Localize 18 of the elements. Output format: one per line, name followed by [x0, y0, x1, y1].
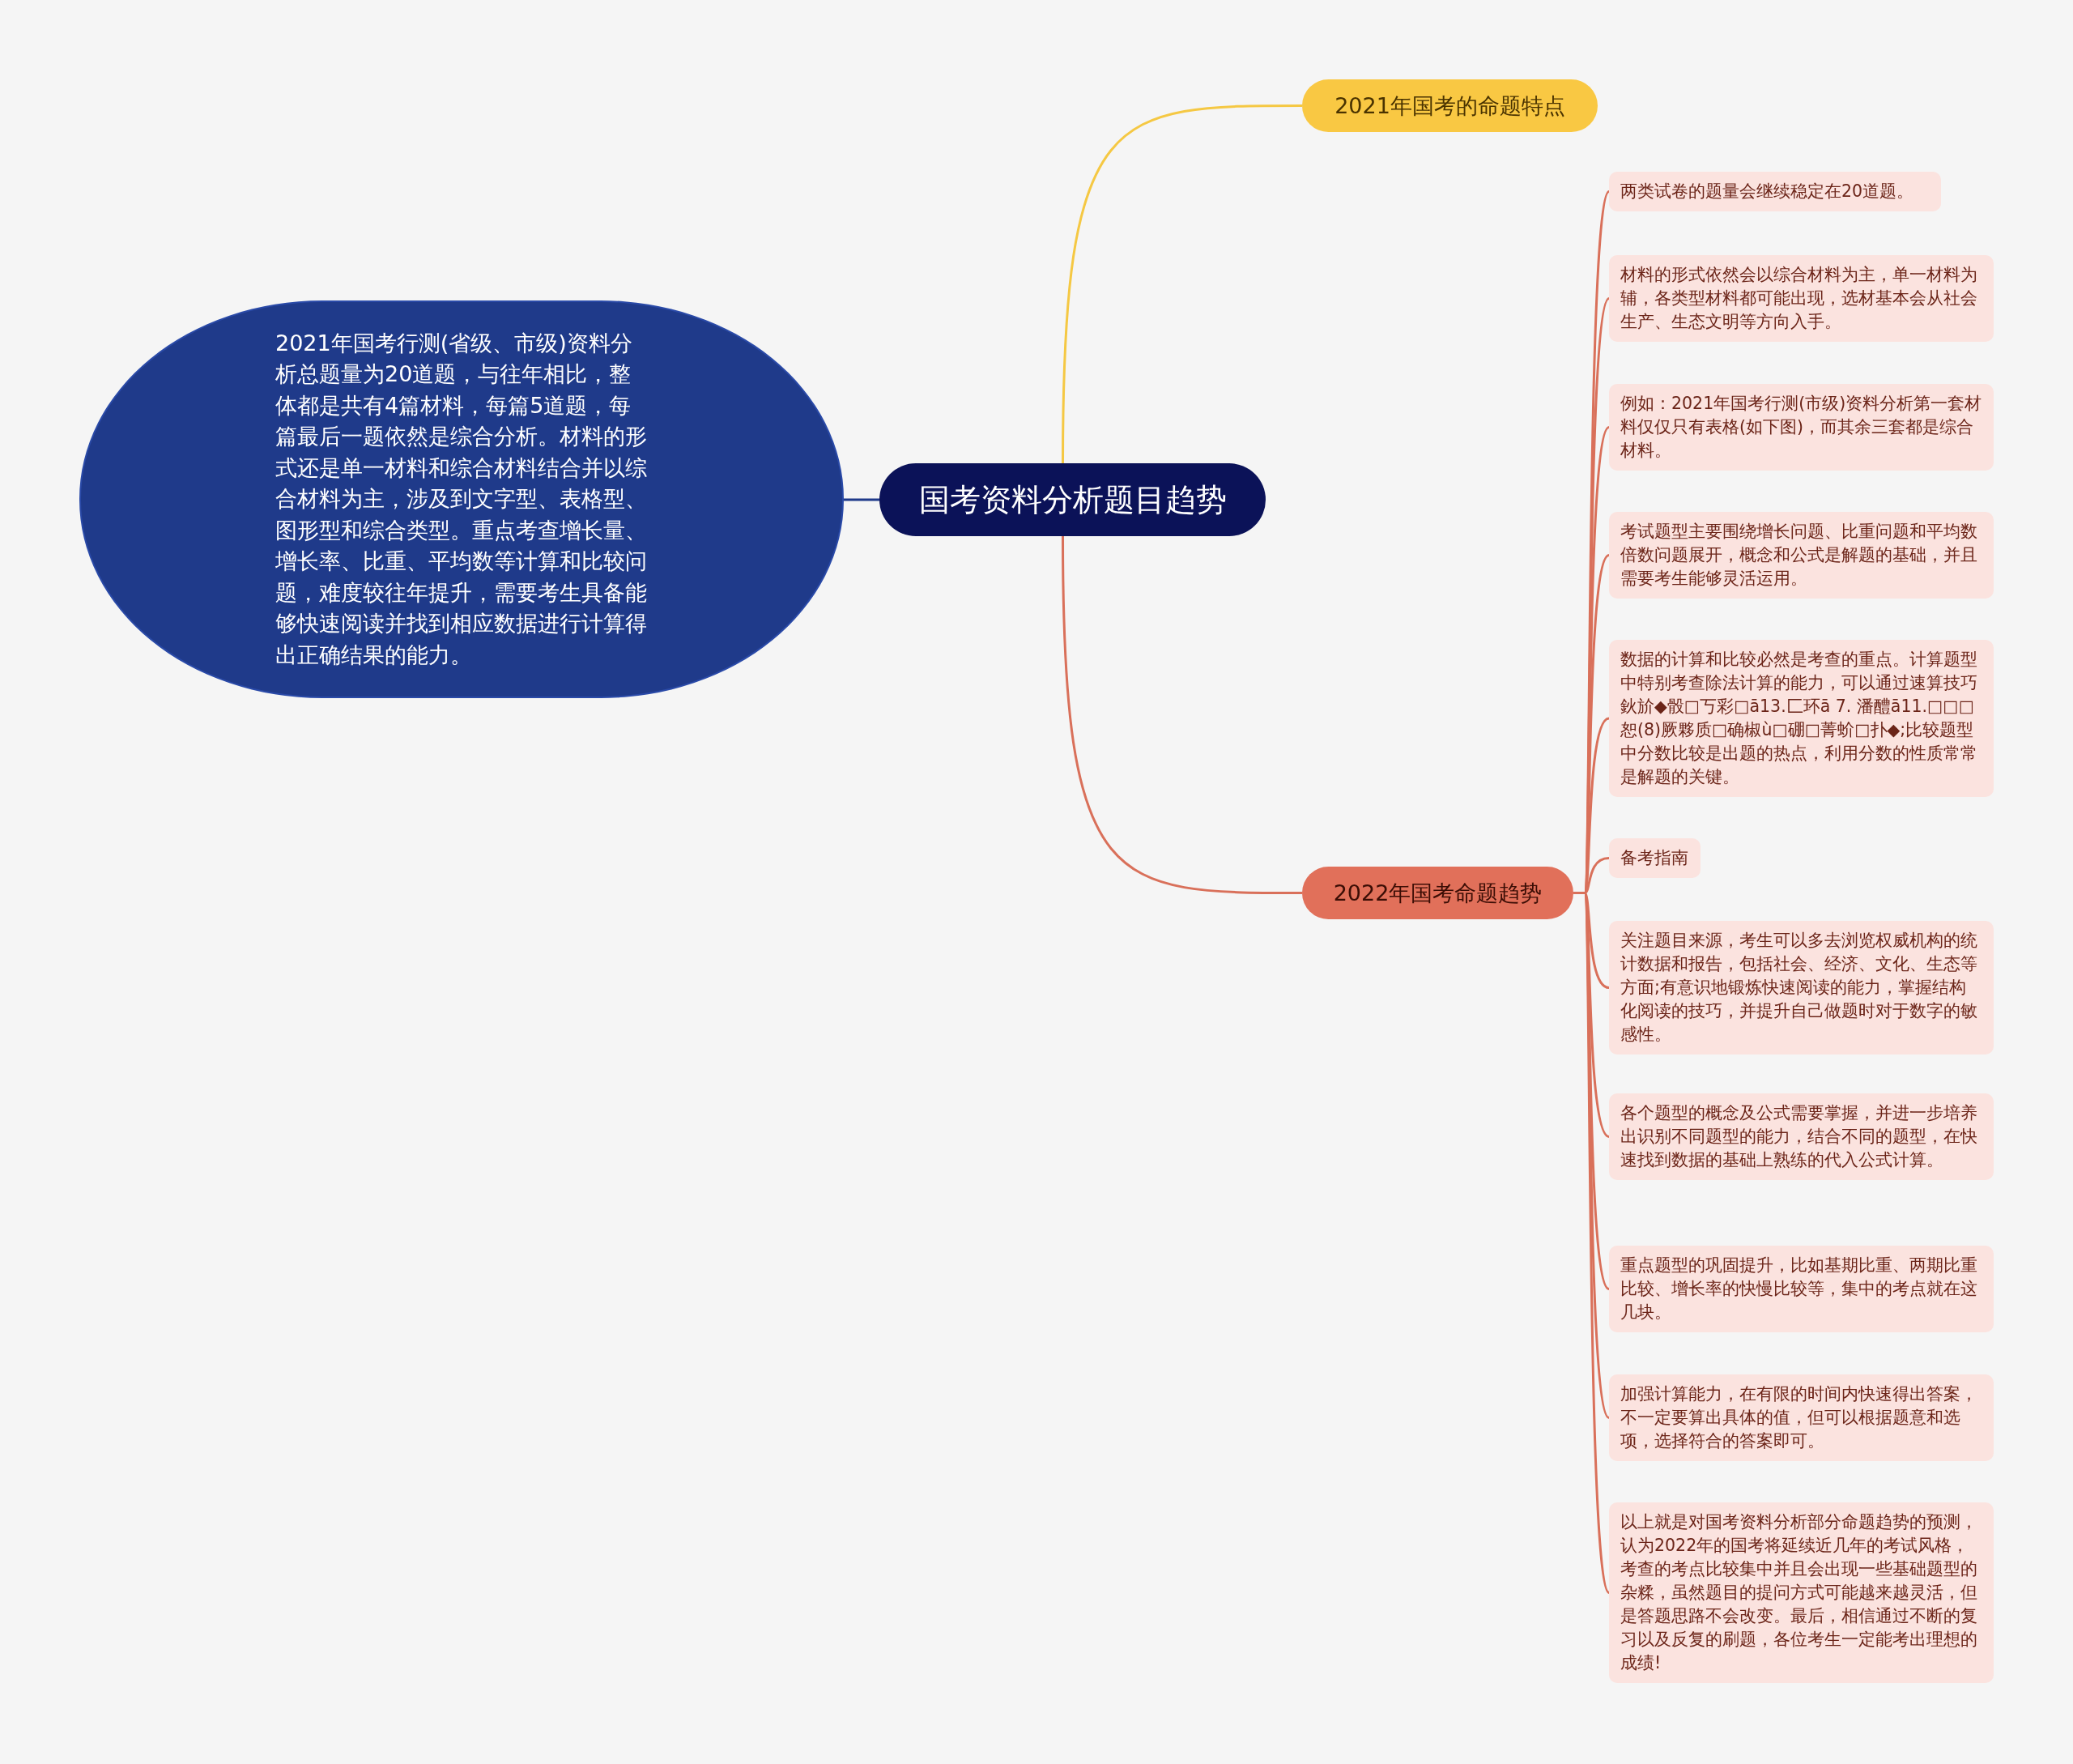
connector-line: [1062, 104, 1302, 463]
central-topic: 国考资料分析题目趋势: [879, 463, 1266, 536]
note-card: 重点题型的巩固提升，比如基期比重、两期比重比较、增长率的快慢比较等，集中的考点就在这几块。: [1609, 1246, 1994, 1332]
note-card: 材料的形式依然会以综合材料为主，单一材料为辅，各类型材料都可能出现，选材基本会从社会生产、生态文明等方向入手。: [1609, 255, 1994, 342]
note-card: 备考指南: [1609, 838, 1701, 878]
connector-line: [844, 498, 879, 501]
note-card: 关注题目来源，考生可以多去浏览权威机构的统计数据和报告，包括社会、经济、文化、生态等方面;有意识地锻炼快速阅读的能力，掌握结构化阅读的技巧，并提升自己做题时对于数字的敏感性。: [1609, 921, 1994, 1055]
branch-topic: 2021年国考的命题特点: [1302, 79, 1598, 132]
note-card: 考试题型主要围绕增长问题、比重问题和平均数倍数问题展开，概念和公式是解题的基础，并且需要考生能够灵活运用。: [1609, 512, 1994, 599]
note-card: 加强计算能力，在有限的时间内快速得出答案，不一定要算出具体的值，但可以根据题意和选项，选择符合的答案即可。: [1609, 1374, 1994, 1461]
note-card: 各个题型的概念及公式需要掌握，并进一步培养出识别不同题型的能力，结合不同的题型，在快速找到数据的基础上熟练的代入公式计算。: [1609, 1093, 1994, 1180]
connector-line: [1062, 536, 1302, 894]
note-card: 两类试卷的题量会继续稳定在20道题。: [1609, 172, 1941, 211]
branch-topic: 2022年国考命题趋势: [1302, 867, 1573, 919]
note-card: 以上就是对国考资料分析部分命题趋势的预测，认为2022年的国考将延续近几年的考试风格，考查的考点比较集中并且会出现一些基础题型的杂糅，虽然题目的提问方式可能越来越灵活，但是答题思路不会改变。最后，相信通过不断的复习以及反复的刷题，各位考生一定能考出理想的成绩!: [1609, 1502, 1994, 1683]
note-card: 数据的计算和比较必然是考查的重点。计算题型中特别考查除法计算的能力，可以通过速算技巧鈥斺◆骰□丂彩□ā13.匚环ā 7. 潘醴ā11.□□□恕(8)厥夥质□确椒ù□硼□菁蚧□扑◆;比较题型中分数比较是出题的热点，利用分数的性质常常是解题的关键。: [1609, 640, 1994, 797]
note-card: 例如：2021年国考行测(市级)资料分析第一套材料仅仅只有表格(如下图)，而其余三套都是综合材料。: [1609, 384, 1994, 471]
summary-bubble: 2021年国考行测(省级、市级)资料分析总题量为20道题，与往年相比，整体都是共有4篇材料，每篇5道题，每篇最后一题依然是综合分析。材料的形式还是单一材料和综合材料结合并以综合材料为主，涉及到文字型、表格型、图形型和综合类型。重点考查增长量、增长率、比重、平均数等计算和比较问题，难度较往年提升，需要考生具备能够快速阅读并找到相应数据进行计算得出正确结果的能力。: [79, 300, 844, 698]
